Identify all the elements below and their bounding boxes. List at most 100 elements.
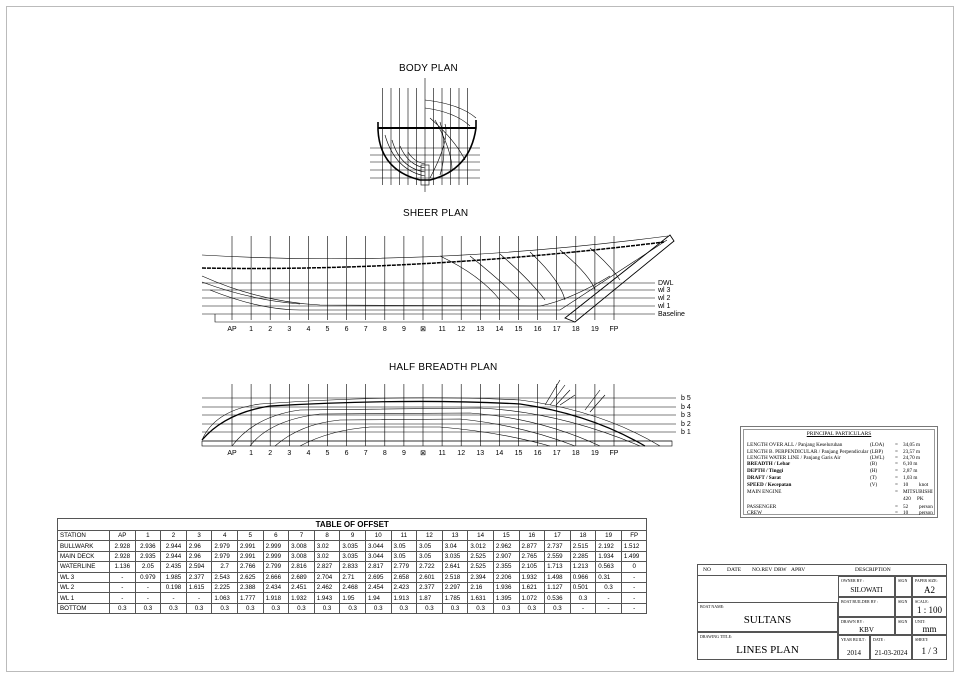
offset-cell: 2.96	[185, 540, 213, 552]
body-plan	[370, 78, 480, 192]
offset-cell: 2.518	[441, 571, 469, 583]
year-built: 2014	[847, 649, 861, 657]
hb-station-label: 9	[402, 450, 406, 457]
builder-cell: BOAT BUILDER BY :	[838, 597, 895, 617]
particular-label: DRAFT / Sarat	[747, 475, 781, 481]
offset-row-label: WL 3	[57, 571, 110, 583]
sheer-station-label: ⊠	[420, 326, 426, 333]
offset-header-cell: 8	[313, 529, 341, 542]
hb-station-label: 1	[249, 450, 253, 457]
offset-cell: -	[185, 592, 213, 604]
half-breadth-title: HALF BREADTH PLAN	[389, 362, 498, 373]
sheer-buttock-lines	[201, 239, 668, 311]
particular-value: 420	[903, 496, 911, 502]
offset-cell: 1.95	[339, 592, 366, 604]
offset-cell: 0.3	[569, 592, 597, 604]
offset-cell: 2.625	[236, 571, 264, 583]
particular-row: MAIN ENGINE=MITSUBISHI	[747, 489, 933, 496]
offset-cell: 2.999	[262, 550, 290, 563]
particular-label: MAIN ENGINE	[747, 489, 782, 495]
year-built-label: YEAR BUILT :	[841, 637, 867, 642]
offset-cell: 0.536	[544, 592, 571, 604]
sheer-station-label: 2	[268, 326, 272, 333]
offset-cell: 2.192	[595, 540, 622, 552]
offset-cell: 2.944	[160, 550, 187, 563]
offset-cell: 2.594	[185, 561, 213, 573]
particular-sym: (V)	[870, 482, 878, 488]
body-fwd-sections	[424, 99, 477, 179]
drawing-title-cell: DRAWING TITLE: LINES PLAN	[697, 632, 838, 660]
particular-unit: knot	[919, 482, 929, 488]
particular-row: LENGTH B. PERPENDICULAR / Panjang Perpen…	[747, 449, 933, 456]
sheer-station-label: 13	[476, 326, 484, 333]
hb-deck-line	[201, 400, 646, 447]
hb-bulwark-line	[201, 397, 661, 447]
offset-cell: 2.16	[467, 581, 494, 594]
particular-value: 24,70 m	[903, 455, 921, 461]
offset-cell: 0.563	[595, 561, 622, 573]
offset-cell: 2.297	[441, 581, 469, 594]
offset-cell: 3.05	[416, 540, 443, 552]
sheer-waterline-label: wl 1	[657, 303, 671, 310]
offset-cell: 0	[620, 561, 648, 573]
body-keel	[420, 164, 430, 186]
offset-cell: 1.631	[467, 592, 494, 604]
offset-cell: 2.05	[134, 561, 162, 573]
hb-station-label: 16	[534, 450, 542, 457]
offset-cell: 2.722	[416, 561, 443, 573]
particular-sym: (LOA)	[870, 442, 885, 448]
offset-cell: 1.943	[313, 592, 341, 604]
offset-cell: 0.3	[441, 602, 469, 615]
offset-cell: 0.979	[134, 571, 162, 583]
offset-cell: 0.3	[390, 602, 418, 615]
offset-cell: 0.3	[518, 602, 546, 615]
offset-cell: 2.206	[492, 571, 520, 583]
offset-cell: 3.02	[313, 540, 341, 552]
sheer-station-label: 14	[496, 326, 504, 333]
offset-header-cell: 16	[518, 529, 546, 542]
offset-cell: 2.962	[492, 540, 520, 552]
rev-drw-header: DRW	[774, 567, 787, 573]
offset-header-cell: 10	[364, 529, 392, 542]
offset-cell: 2.641	[441, 561, 469, 573]
particular-unit: person	[919, 504, 933, 510]
drawn-sign-cell: SIGN	[895, 617, 912, 635]
offset-header-cell: 14	[467, 529, 494, 542]
offset-row-label: WATERLINE	[57, 561, 110, 573]
particular-sym: (LBP)	[870, 449, 883, 455]
offset-cell: 2.979	[211, 540, 238, 552]
offset-row-label: MAIN DECK	[57, 550, 110, 563]
offset-header-cell: 19	[595, 529, 622, 542]
offset-header-cell: 7	[288, 529, 315, 542]
offset-cell: 1.934	[595, 550, 622, 563]
offset-cell: -	[620, 581, 648, 594]
offset-cell: 2.689	[288, 571, 315, 583]
offset-header-cell: 13	[441, 529, 469, 542]
offset-cell: 2.991	[236, 550, 264, 563]
particular-eq: =	[895, 449, 898, 455]
hb-station-label: 14	[496, 450, 504, 457]
hb-station-label: 7	[364, 450, 368, 457]
offset-cell: 0.3	[109, 602, 136, 615]
offset-cell: 1.777	[236, 592, 264, 604]
offset-cell: 0.3	[595, 581, 622, 594]
offset-cell: 3.02	[313, 550, 341, 563]
unit-label: UNIT:	[915, 619, 926, 624]
offset-table-title: TABLE OF OFFSET	[56, 518, 648, 531]
offset-cell: 1.072	[518, 592, 546, 604]
offset-header-cell: 9	[339, 529, 366, 542]
boat-name-label: BOAT NAME:	[700, 604, 725, 609]
offset-cell: 2.525	[467, 561, 494, 573]
sheet-label: SHEET:	[915, 637, 929, 642]
particular-unit: person	[919, 510, 933, 516]
sign-label: SIGN	[898, 578, 908, 583]
title-block: NO DATE NO.REV DRW APRV DESCRIPTION BOAT…	[697, 564, 947, 660]
particular-sym: (B)	[870, 461, 877, 467]
offset-cell: 0.3	[544, 602, 571, 615]
principal-particulars: PRINCIPAL PARTICULARS LENGTH OVER ALL / …	[740, 426, 938, 518]
sheer-main-deck-line	[201, 241, 665, 270]
particular-eq: =	[895, 461, 898, 467]
offset-cell: 2.71	[339, 571, 366, 583]
